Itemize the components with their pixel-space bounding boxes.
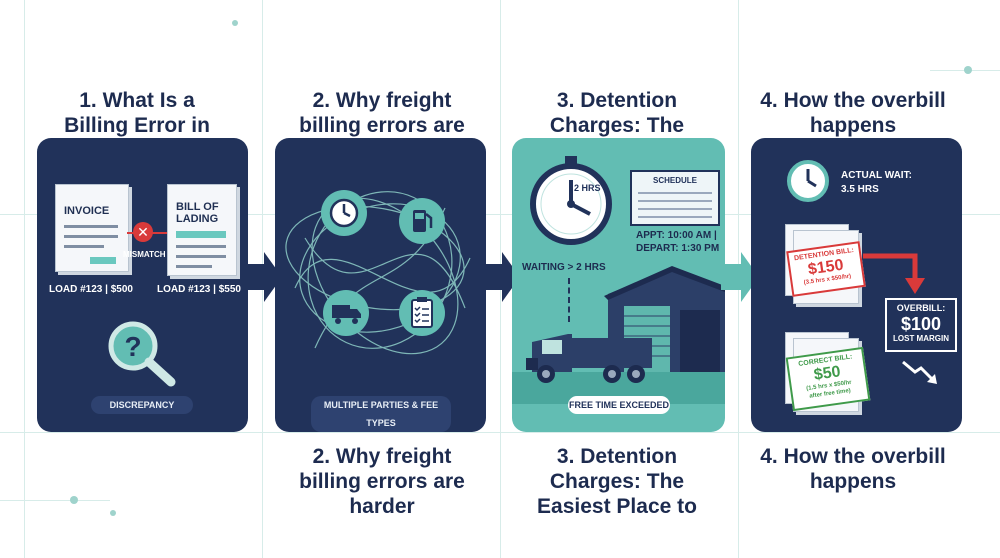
waiting-label: WAITING > 2 HRS [522,262,606,273]
step-4-title-top: 4. How the overbill happens [760,89,946,137]
stopwatch-icon [530,156,612,245]
mismatch-label: MISMATCH [123,250,166,259]
red-elbow-arrow [863,253,925,294]
truck-icon [323,290,369,336]
bill-of-lading-document: BILL OF LADING [167,184,237,276]
step-1-title-top: 1. What Is a Billing Error in [64,89,210,137]
schedule-title: SCHEDULE [652,176,697,185]
flow-arrow [482,252,520,302]
doc-line [64,235,118,238]
waiting-dash-line [568,278,570,322]
x-mark-icon: ✕ [133,222,153,242]
bol-title: BILL OF LADING [176,201,219,225]
doc-highlight [90,257,116,264]
doc-line [176,255,226,258]
step-3-panel: 2 HRS WAITING > 2 HRS SCHEDULE APPT: 10:… [512,138,725,432]
step-4-title-bottom: 4. How the overbill happens [760,445,946,493]
doc-line [176,245,226,248]
doc-line [64,245,104,248]
doc-line [176,265,212,268]
doc-highlight [176,231,226,238]
clock-icon [787,160,829,202]
actual-wait-label: ACTUAL WAIT: [841,170,912,181]
overbill-box: OVERBILL: $100 LOST MARGIN [885,298,957,352]
svg-text:?: ? [124,331,141,362]
clipboard-checklist-icon [399,290,445,336]
step-1-panel: INVOICE ✕ MISMATCH BILL OF LADING LOAD #… [37,138,248,432]
overbill-amount: $100 [900,314,942,334]
step-4-panel: ACTUAL WAIT: 3.5 HRS DETENTION BILL: $15… [751,138,962,432]
schedule-card: SCHEDULE [630,170,720,226]
warehouse-truck-scene [512,266,725,404]
invoice-title: INVOICE [64,205,110,217]
step-2-panel: MULTIPLE PARTIES & FEE TYPES [275,138,486,432]
bg-dot [232,20,238,26]
clock-duration-label: 2 HRS [574,183,601,193]
bg-dot [70,496,78,504]
flow-arrow [721,252,759,302]
bg-dot [110,510,116,516]
overbill-label: OVERBILL: [896,303,946,313]
bol-load-text: LOAD #123 | $550 [157,284,241,295]
invoice-load-text: LOAD #123 | $500 [49,284,133,295]
correct-bill-stamp: CORRECT BILL: $50 (1.5 hrs x $50/hr afte… [785,346,871,412]
flow-arrow [244,252,282,302]
free-time-exceeded-tag: FREE TIME EXCEEDED [568,396,670,414]
schedule-grid [638,188,712,218]
actual-wait-value: 3.5 HRS [841,184,879,195]
appointment-time: APPT: 10:00 AM | [636,230,717,241]
departure-time: DEPART: 1:30 PM [636,243,720,254]
fuel-pump-icon [399,198,445,244]
trend-down-icon [902,360,937,384]
step-2-title-bottom: 2. Why freight billing errors are harder [299,445,465,518]
clock-icon [321,190,367,236]
multiple-parties-tag: MULTIPLE PARTIES & FEE TYPES [311,396,451,432]
step-3-title-bottom: 3. Detention Charges: The Easiest Place … [537,445,697,518]
invoice-document: INVOICE [55,184,129,272]
tangled-network [285,191,471,355]
doc-line [64,225,118,228]
bg-line [24,0,25,558]
discrepancy-tag: DISCREPANCY [91,396,193,414]
lost-margin-label: LOST MARGIN [893,334,949,343]
bg-line [0,500,110,501]
bg-dot [964,66,972,74]
magnifier-question-icon: ? [108,321,176,387]
